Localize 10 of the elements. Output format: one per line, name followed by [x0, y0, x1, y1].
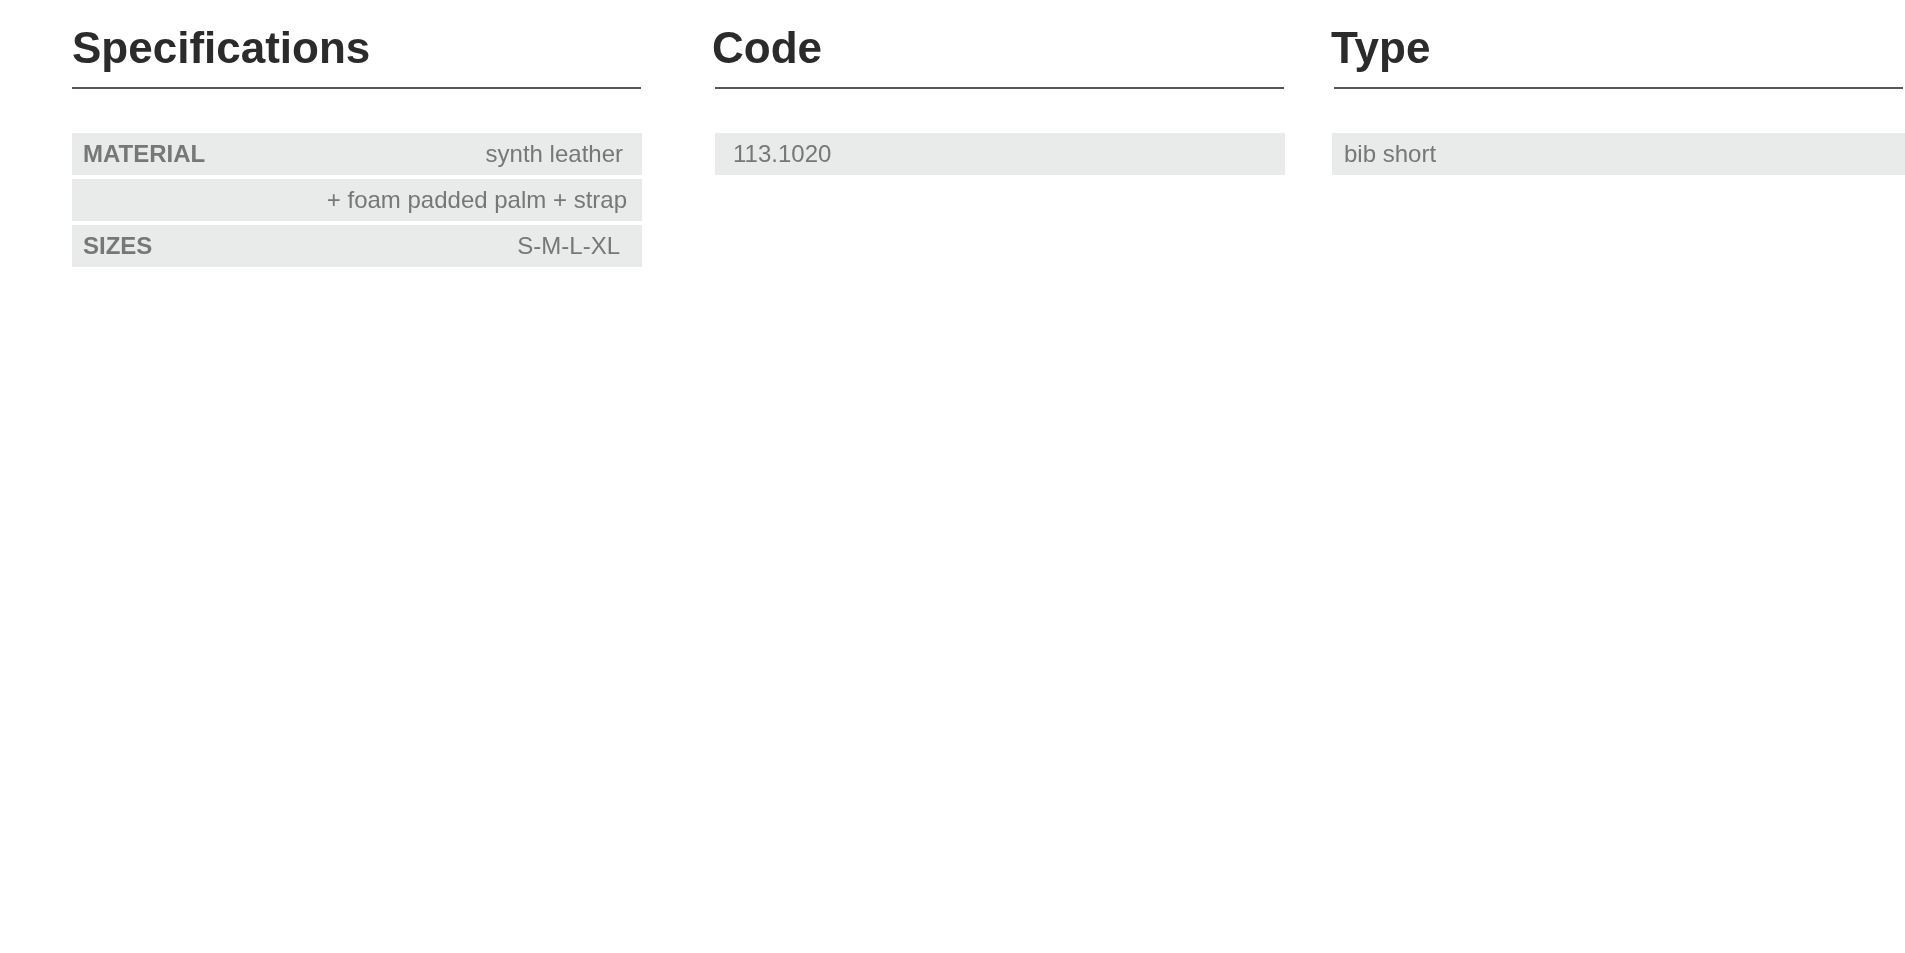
row-label: SIZES: [83, 231, 153, 261]
cell-value: S-M-L-XL: [517, 231, 620, 261]
cell-value: 113.1020: [733, 139, 832, 169]
row-label: MATERIAL: [83, 139, 206, 169]
column-heading: Code: [712, 26, 822, 70]
column-heading: Specifications: [72, 26, 371, 70]
column-heading: Type: [1331, 26, 1431, 70]
cell-value: + foam padded palm + strap: [326, 185, 627, 215]
cell-value: bib short: [1344, 139, 1437, 169]
cell-value: synth leather: [485, 139, 623, 169]
